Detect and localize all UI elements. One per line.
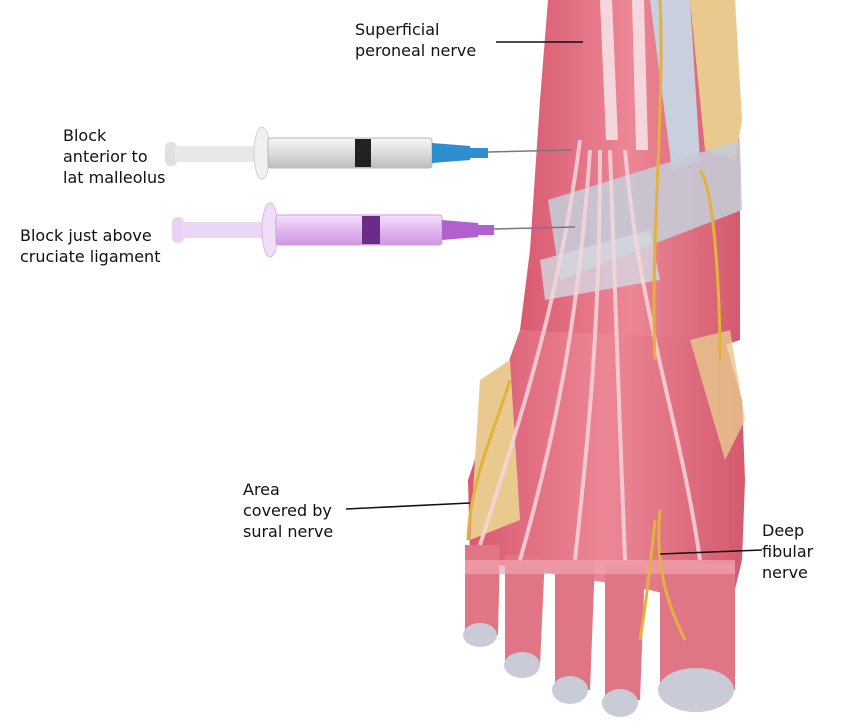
leader-sural (345, 502, 471, 510)
nerves (466, 0, 722, 641)
label-block-above-cruciate-ligament: Block just above cruciate ligament (20, 226, 161, 266)
foot (468, 330, 745, 610)
syringe-anterior-lat-malleolus (165, 126, 573, 180)
label-deep-fibular-nerve: Deep fibular nerve (762, 521, 814, 582)
toes (463, 545, 735, 717)
tendons (478, 139, 702, 561)
label-superficial-peroneal-nerve: Superficial peroneal nerve (355, 20, 477, 60)
leader-deep (659, 549, 763, 555)
label-sural-nerve-area: Area covered by sural nerve (243, 480, 334, 541)
leader-lines (345, 41, 763, 555)
syringe-above-cruciate-ligament (172, 202, 576, 258)
label-block-anterior-lat-malleolus: Block anterior to lat malleolus (63, 126, 166, 187)
